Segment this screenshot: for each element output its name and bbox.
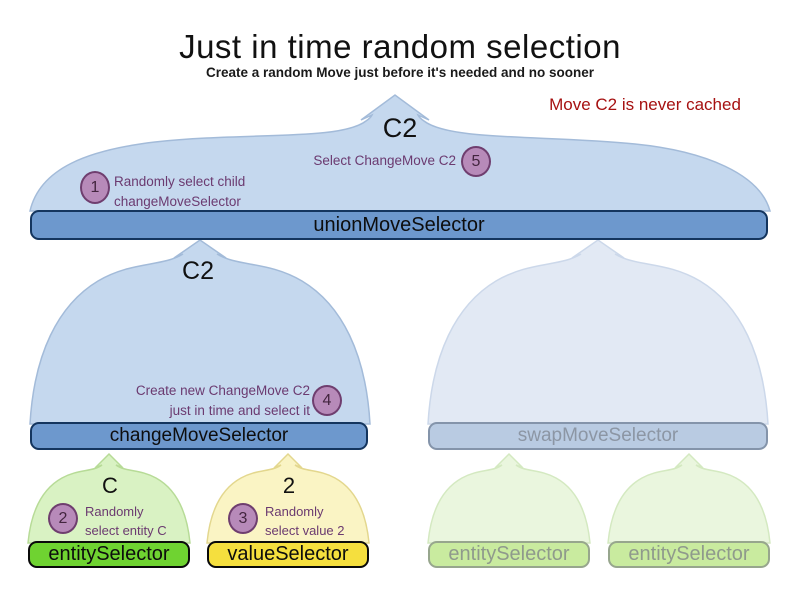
swap-entity-selector-bar-2: entitySelector [608, 541, 770, 568]
step3-line1: Randomly [265, 504, 324, 519]
change-move-selector-bar: changeMoveSelector [30, 422, 368, 450]
swap-entity1-funnel-shape [427, 452, 591, 544]
step3-circle: 3 [228, 503, 258, 534]
union-move-selector-bar: unionMoveSelector [30, 210, 768, 240]
value-selection-label: 2 [282, 473, 296, 498]
step4-line2: just in time and select it [169, 403, 310, 418]
page-title: Just in time random selection [179, 28, 621, 65]
swap-funnel-shape [427, 239, 769, 425]
step3-line2: select value 2 [265, 523, 345, 538]
step5-text: Select ChangeMove C2 [313, 153, 456, 168]
step3-text: Randomly select value 2 [265, 502, 385, 540]
entity-selector-bar: entitySelector [28, 541, 190, 568]
value-selector-bar: valueSelector [207, 541, 369, 568]
change-move-label: C2 [182, 257, 214, 285]
swap-entity2-funnel-shape [607, 452, 771, 544]
entity-selection-label: C [102, 473, 118, 498]
swap-move-selector-bar: swapMoveSelector [428, 422, 768, 450]
step5-circle: 5 [461, 146, 491, 177]
step1-line1: Randomly select child [114, 174, 246, 189]
step2-circle: 2 [48, 503, 78, 534]
step1-line2: changeMoveSelector [114, 194, 241, 209]
warning-note: Move C2 is never cached [549, 95, 741, 114]
step2-line2: select entity C [85, 523, 167, 538]
step2-text: Randomly select entity C [85, 502, 205, 540]
union-funnel-shape [29, 94, 771, 212]
step4-text: Create new ChangeMove C2 just in time an… [100, 381, 310, 421]
change-funnel-shape [29, 239, 371, 425]
step1-text: Randomly select child changeMoveSelector [114, 172, 334, 212]
step1-circle: 1 [80, 171, 110, 204]
swap-entity-selector-bar-1: entitySelector [428, 541, 590, 568]
step4-line1: Create new ChangeMove C2 [135, 383, 310, 398]
step2-line1: Randomly [85, 504, 144, 519]
union-move-label: C2 [382, 113, 418, 143]
step4-circle: 4 [312, 385, 342, 416]
page-subtitle: Create a random Move just before it's ne… [205, 65, 595, 80]
